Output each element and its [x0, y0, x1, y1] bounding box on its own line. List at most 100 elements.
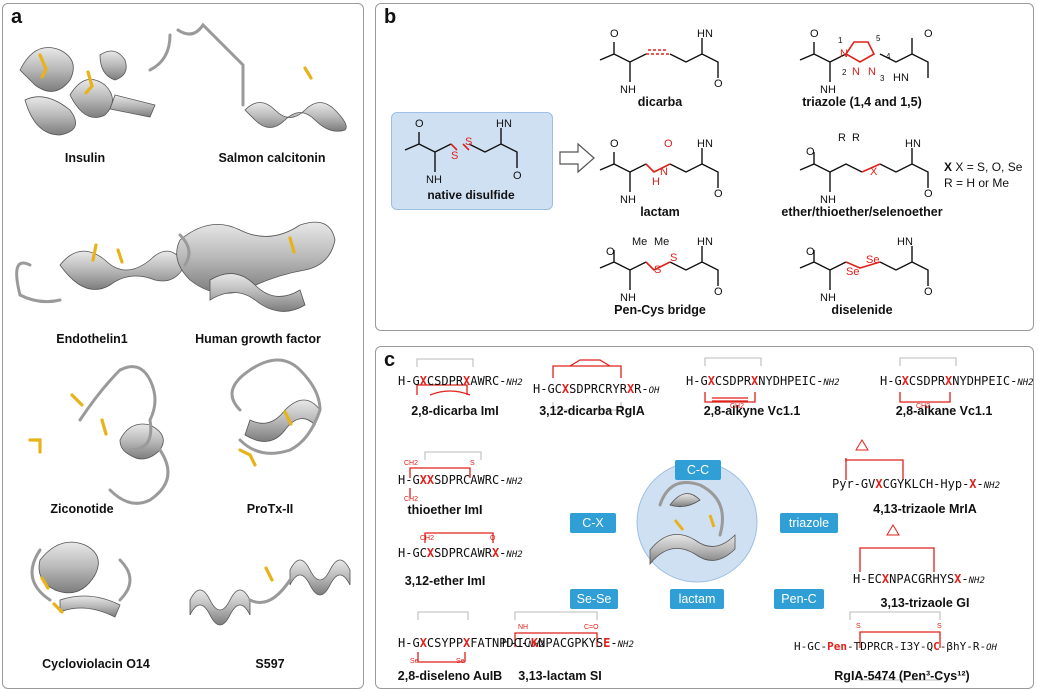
- panel-a: a: [2, 3, 364, 689]
- native-atom-nh: NH: [426, 174, 442, 186]
- peptide-seq-2: H-GXCSDPRXNYDHPEIC-NH2: [686, 374, 840, 388]
- peptide-name-2: 2,8-alkyne Vc1.1: [703, 404, 801, 418]
- peptide-seq-9: H-ICKNPACGPKYSE-NH2: [502, 636, 634, 650]
- bridge-ch2-d: CH2: [404, 496, 419, 503]
- triazole-num-3: 3: [880, 74, 885, 83]
- pencys-atom-o2: O: [714, 286, 723, 298]
- diselenide-atom-o2: O: [924, 286, 933, 298]
- tag-pen-c: Pen-C: [774, 589, 824, 609]
- note-r: R = H or Me: [944, 176, 1010, 190]
- bridge-ch2-c: CH2: [404, 460, 419, 467]
- peptide-name-1: 3,12-dicarba RgIA: [539, 404, 645, 418]
- peptide-name-0: 2,8-dicarba ImI: [411, 404, 499, 418]
- caption-triazole: triazole (1,4 and 1,5): [802, 95, 922, 109]
- ether-atom-r1: R: [838, 132, 846, 144]
- bridge-s-pen-b: S: [937, 623, 942, 630]
- bridge-nh: NH: [518, 624, 529, 631]
- caption-cycloviolacin-o14: Cycloviolacin O14: [42, 657, 150, 671]
- triazole-atom-n1: N: [840, 48, 848, 60]
- triazole-num-5: 5: [876, 34, 881, 43]
- note-x: X X = S, O, Se: [944, 160, 1023, 174]
- bridge-co: C=O: [584, 624, 599, 631]
- caption-s597: S597: [255, 657, 285, 671]
- bridge-s-pen-a: S: [856, 623, 861, 630]
- ether-atom-hn: HN: [905, 138, 921, 150]
- pencys-atom-hn: HN: [697, 236, 713, 248]
- lactam-atom-nh: NH: [620, 194, 636, 206]
- panel-a-label: a: [11, 6, 23, 28]
- triazole-atom-n3: N: [868, 66, 876, 78]
- peptide-seq-8: H-GXCSYPPXFATNPDC-NH2: [398, 636, 545, 650]
- bridge-ch2-e: CH2: [420, 535, 435, 542]
- lactam-atom-o2: O: [714, 188, 723, 200]
- diselenide-atom-nh: NH: [820, 292, 836, 304]
- tag-triazole: triazole: [780, 513, 838, 533]
- dicarba-atom-hn: HN: [697, 28, 713, 40]
- caption-human-growth-factor: Human growth factor: [195, 332, 321, 346]
- caption-native-disulfide: native disulfide: [427, 188, 515, 202]
- diselenide-atom-o: O: [806, 246, 815, 258]
- lactam-atom-o-red: O: [664, 138, 673, 150]
- native-atom-s2: S: [465, 136, 473, 148]
- caption-endothelin1: Endothelin1: [56, 332, 128, 346]
- bridge-o: O: [490, 535, 496, 542]
- panel-c-label: c: [384, 349, 396, 371]
- triazole-atom-o2: O: [924, 28, 933, 40]
- triazole-atom-nh: NH: [820, 84, 836, 96]
- lactam-atom-n: N: [660, 166, 668, 178]
- caption-diselenide: diselenide: [831, 303, 893, 317]
- pencys-atom-o: O: [606, 246, 615, 258]
- dicarba-atom-o: O: [610, 28, 619, 40]
- native-atom-s1: S: [451, 150, 459, 162]
- native-atom-o2: O: [513, 170, 522, 182]
- peptide-seq-0: H-GXCSDPRXAWRC-NH2: [398, 374, 523, 388]
- caption-protx-ii: ProTx-II: [246, 502, 294, 516]
- ether-atom-x: X: [870, 166, 878, 178]
- diselenide-atom-se2: Se: [866, 254, 880, 266]
- dicarba-atom-o2: O: [714, 78, 723, 90]
- tag-c-x: C-X: [570, 513, 616, 533]
- peptide-name-7: 3,13-trizaole GI: [880, 596, 970, 610]
- pencys-atom-s2: S: [670, 252, 678, 264]
- lactam-atom-hn: HN: [697, 138, 713, 150]
- peptide-seq-7: H-ECXNPACGRHYSX-NH2: [853, 572, 985, 586]
- caption-pen-cys: Pen-Cys bridge: [614, 303, 706, 317]
- caption-lactam: lactam: [640, 205, 680, 219]
- tag-se-se: Se-Se: [570, 589, 618, 609]
- caption-ether: ether/thioether/selenoether: [781, 205, 943, 219]
- triazole-num-4: 4: [886, 52, 891, 61]
- ether-atom-nh: NH: [820, 194, 836, 206]
- triazole-atom-n2: N: [852, 66, 860, 78]
- caption-insulin: Insulin: [64, 151, 106, 165]
- native-atom-o: O: [415, 118, 424, 130]
- peptide-seq-10: H-GC-Pen-TDPRCR-I3Y-QC-βhY-R-OH: [794, 640, 997, 653]
- triazole-atom-hn: HN: [893, 72, 909, 84]
- lactam-atom-h: H: [652, 176, 660, 188]
- pencys-atom-me2: Me: [654, 236, 670, 248]
- pencys-atom-nh: NH: [620, 292, 636, 304]
- bridge-ch2-b: CH2: [916, 403, 931, 410]
- diselenide-atom-se1: Se: [846, 266, 860, 278]
- dicarba-atom-nh: NH: [620, 84, 636, 96]
- triazole-num-2: 2: [842, 68, 847, 77]
- peptide-name-9: 3,13-lactam SI: [518, 669, 602, 683]
- ether-atom-o: O: [806, 146, 815, 158]
- peptide-name-5: 4,13-trizaole MrIA: [873, 502, 977, 516]
- native-atom-hn: HN: [496, 118, 512, 130]
- pencys-atom-s1: S: [654, 264, 662, 276]
- peptide-name-3: 2,8-alkane Vc1.1: [895, 404, 993, 418]
- peptide-seq-4: H-GXXSDPRCAWRC-NH2: [398, 473, 523, 487]
- peptide-name-10: RgIA-5474 (Pen³-Cys¹²): [834, 669, 970, 683]
- diselenide-atom-hn: HN: [897, 236, 913, 248]
- bridge-s: S: [470, 460, 475, 467]
- bridge-se-a: Se: [410, 658, 419, 665]
- pencys-atom-me1: Me: [632, 236, 648, 248]
- triazole-atom-o: O: [810, 28, 819, 40]
- caption-dicarba: dicarba: [637, 95, 683, 109]
- lactam-atom-o: O: [610, 138, 619, 150]
- peptide-seq-5: Pyr-GVXCGYKLCH-Hyp-X-NH2: [832, 477, 1001, 491]
- peptide-seq-1: H-GCXSDPRCRYRXR-OH: [533, 382, 660, 396]
- caption-ziconotide: Ziconotide: [50, 502, 114, 516]
- bridge-se-b: Se: [456, 658, 465, 665]
- caption-salmon-calcitonin: Salmon calcitonin: [218, 151, 326, 165]
